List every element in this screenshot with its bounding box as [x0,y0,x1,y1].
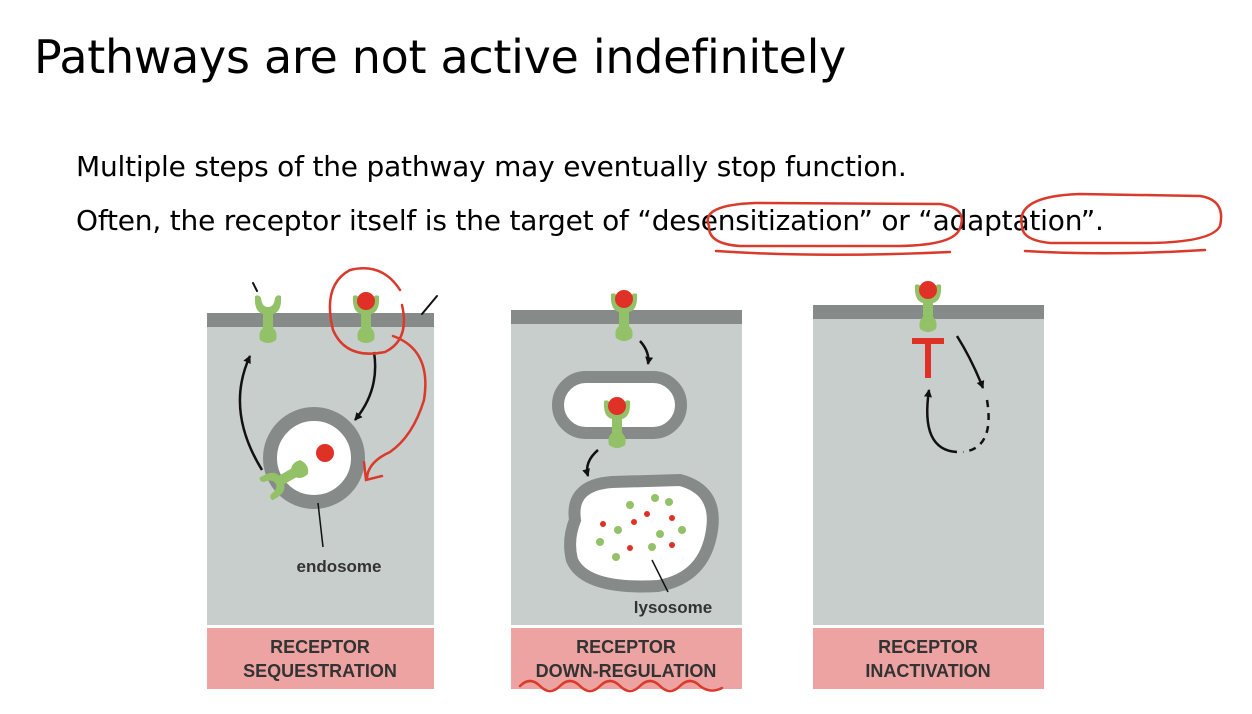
label-box [511,628,742,689]
lysosome-label: lysosome [634,598,712,617]
panel-label-line1: RECEPTOR [270,637,370,657]
panel-label-line2: DOWN-REGULATION [536,661,717,681]
panel-down-regulation: lysosome RECEPTOR DOWN-REGULATION [511,290,742,689]
circle-desensitization [706,201,963,248]
panel-label-line1: RECEPTOR [576,637,676,657]
panel-inactivation: RECEPTOR INACTIVATION [813,281,1044,689]
pen-mark [421,295,438,315]
internalization-arrow [354,351,377,421]
endosome [263,407,365,509]
panel-sequestration: endosome RECEPTOR SEQUESTRATION [207,292,434,689]
endocytosis-arrow [639,340,654,365]
endosome-pointer [317,502,324,548]
endosome-label: endosome [296,557,381,576]
circle-bound-receptor [328,267,406,355]
inhibition-bar [912,338,944,378]
bullet-point-1: Multiple steps of the pathway may eventu… [76,150,907,183]
arrowhead-to-endosome [362,460,384,482]
reactivation-arrow [924,389,958,454]
panel-label-line2: INACTIVATION [865,661,990,681]
degraded-fragments [596,494,686,561]
circle-adaptation [1020,192,1223,245]
plasma-membrane [207,313,434,327]
ligand-dot [316,444,334,462]
bullet-point-2: Often, the receptor itself is the target… [76,204,1104,237]
pen-mark [252,282,258,292]
lysosome-pointer [651,559,669,593]
arrow-to-endosome [365,334,427,480]
panel-label-line2: SEQUESTRATION [243,661,397,681]
recycling-arrow [238,355,264,471]
fusion-arrow [582,449,599,477]
modification-arrow [955,335,985,389]
ink-annotations [252,192,1223,693]
underline-desensitization [714,249,952,257]
panel-label-line1: RECEPTOR [878,637,978,657]
underline-adaptation [1023,248,1207,255]
squiggle-underline [518,679,724,693]
lysosome [564,473,719,593]
label-box [813,628,1044,689]
label-box [207,628,434,689]
slide-title: Pathways are not active indefinitely [34,30,846,84]
